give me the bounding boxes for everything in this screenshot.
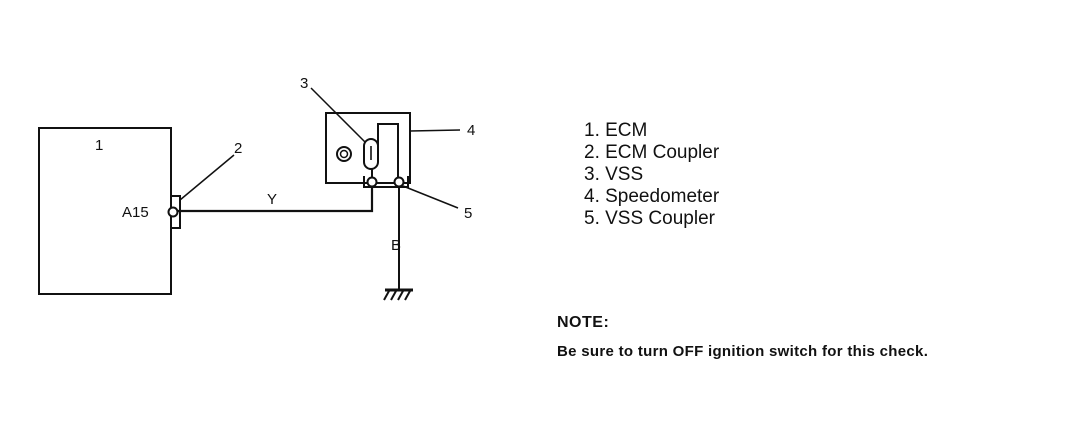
leader-2 — [179, 154, 235, 201]
ecm-box — [38, 127, 172, 295]
callout-2: 2 — [234, 140, 242, 157]
wire-label-b: B — [391, 237, 401, 254]
vss-switch — [363, 138, 379, 170]
vss-internal-wiring — [371, 123, 399, 180]
ground-icon — [383, 288, 413, 301]
note-text: Be sure to turn OFF ignition switch for … — [557, 343, 929, 360]
callout-5: 5 — [464, 205, 472, 222]
legend-item-vss-coupler: 5. VSS Coupler — [584, 208, 715, 229]
wire-y — [178, 183, 374, 213]
speedometer-box — [325, 112, 411, 184]
vss-terminal-1 — [366, 176, 378, 188]
callout-1: 1 — [95, 137, 103, 154]
leader-4 — [409, 129, 461, 132]
terminal-label-a15: A15 — [122, 204, 149, 221]
callout-3: 3 — [300, 75, 308, 92]
legend: 1. ECM 2. ECM Coupler 3. VSS 4. Speedome… — [584, 120, 719, 230]
legend-item-ecm-coupler: 2. ECM Coupler — [584, 142, 720, 163]
vss-terminal-2 — [393, 176, 405, 188]
leader-5 — [402, 185, 459, 209]
speedometer-port — [336, 146, 352, 162]
wiring-diagram: 1 2 3 4 5 A15 Y B — [38, 75, 475, 301]
ecm-terminal-a15 — [167, 206, 179, 218]
legend-item-vss: 3. VSS — [584, 164, 644, 185]
vss-coupler-housing — [363, 176, 409, 188]
legend-item-speedometer: 4. Speedometer — [584, 186, 720, 207]
wire-label-y: Y — [267, 191, 277, 208]
note-title: NOTE: — [557, 314, 610, 331]
legend-item-ecm: 1. ECM — [584, 120, 648, 141]
leader-3 — [310, 87, 366, 143]
callout-4: 4 — [467, 122, 475, 139]
